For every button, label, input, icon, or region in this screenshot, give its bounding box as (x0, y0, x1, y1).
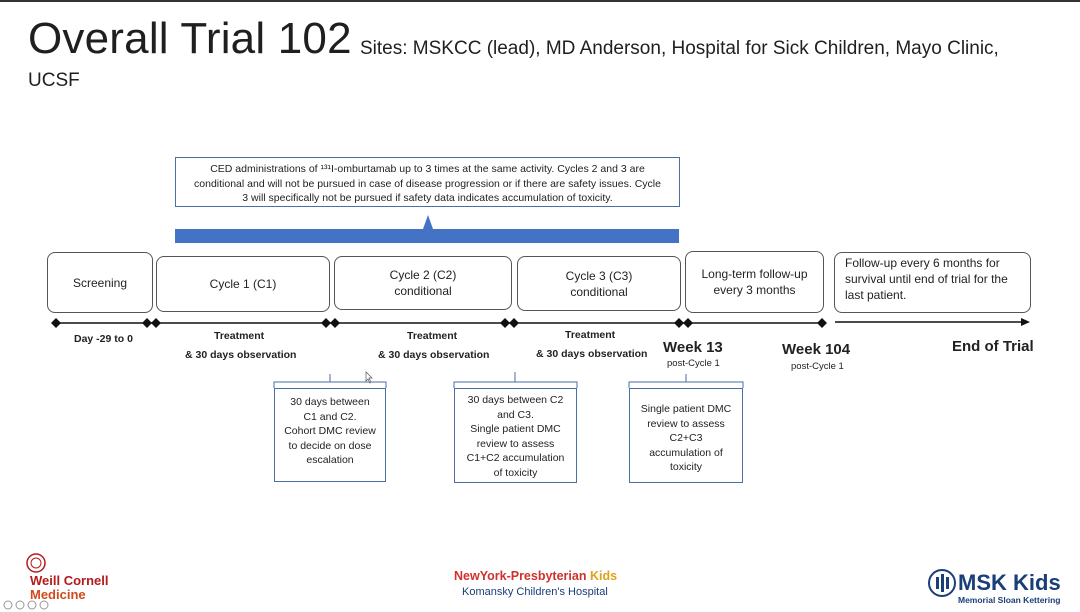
msk-logo-bar (941, 574, 944, 592)
phase-label: Screening (72, 275, 128, 290)
phase-label: Cycle 1 (C1) (209, 277, 277, 291)
timeline-diamond (51, 318, 61, 328)
note-line: review to assess (476, 437, 555, 450)
phase-label: last patient. (845, 288, 907, 302)
note-line: toxicity (669, 461, 703, 473)
milestone-week-104: Week 104 (782, 341, 851, 358)
note-line: Cohort DMC review (284, 425, 376, 437)
phase-cycle-1: Cycle 1 (C1) (156, 256, 330, 312)
ced-description-box: CED administrations of ¹³¹I-omburtamab u… (175, 157, 680, 207)
phase-label: Cycle 3 (C3) (565, 268, 633, 283)
nyp-logo-subtext: Komansky Children's Hospital (462, 586, 608, 598)
ced-line: 3 will specifically not be pursued if sa… (242, 192, 613, 204)
note-line: of toxicity (493, 466, 538, 479)
phase-label: Cycle 2 (C2) (389, 268, 457, 282)
note-line: accumulation of (649, 446, 723, 459)
slide-nav-icon[interactable] (39, 600, 49, 610)
msk-logo-bar (936, 577, 939, 589)
msk-logo-subtext: Memorial Sloan Kettering (958, 595, 1061, 605)
note-line: and C3. (497, 408, 534, 421)
treatment-label-c2: Treatment (407, 330, 458, 342)
sites-text-continued: UCSF (28, 70, 80, 91)
note-c2-c3: 30 days between C2 and C3. Single patien… (454, 388, 577, 483)
treatment-label-c3: Treatment (565, 329, 616, 341)
timeline-diamond (330, 318, 340, 328)
milestone-week-13-sub: post-Cycle 1 (667, 358, 720, 369)
note-c2-c3-toxicity: Single patient DMC review to assess C2+C… (629, 388, 743, 483)
note-line: Single patient DMC (640, 403, 732, 415)
observation-label-c3: & 30 days observation (536, 348, 648, 360)
phase-follow-up-6-months: Follow-up every 6 months for survival un… (834, 252, 1031, 313)
mouse-cursor-icon (365, 371, 373, 384)
timeline-diamond (142, 318, 152, 328)
nyp-logo-text: NewYork-Presbyterian (454, 569, 587, 583)
phase-sublabel: conditional (570, 284, 628, 299)
slide-nav-icon[interactable] (27, 600, 37, 610)
timeline-diamond (151, 318, 161, 328)
note-line: C1+C2 accumulation (466, 452, 565, 464)
note-c1-c2: 30 days between C1 and C2. Cohort DMC re… (274, 388, 386, 482)
observation-label-c2: & 30 days observation (378, 349, 490, 361)
milestone-week-13: Week 13 (663, 339, 723, 356)
ced-bracket (175, 215, 679, 243)
phase-sublabel: conditional (394, 284, 452, 298)
sites-text: Sites: MSKCC (lead), MD Anderson, Hospit… (360, 38, 999, 59)
timeline-diamond (509, 318, 519, 328)
phase-cycle-2: Cycle 2 (C2) conditional (334, 256, 512, 310)
milestone-end-of-trial: End of Trial (952, 338, 1034, 355)
phase-cycle-3: Cycle 3 (C3) conditional (517, 256, 681, 311)
note-line: C1 and C2. (303, 410, 357, 423)
timeline-diamond (500, 318, 510, 328)
phase-label: survival until end of trial for the (845, 272, 1008, 286)
ced-line: CED administrations of ¹³¹I-omburtamab u… (210, 163, 645, 175)
note-line: review to assess (647, 417, 725, 430)
page-title: Overall Trial 102 (28, 14, 352, 63)
slide-nav-icon[interactable] (15, 600, 25, 610)
note-line: to decide on dose (288, 439, 372, 452)
phase-label: Long-term follow-up (701, 267, 808, 281)
screening-day-label: Day -29 to 0 (74, 333, 133, 345)
note-line: 30 days between (290, 396, 370, 408)
nyp-logo: NewYork-Presbyterian Kids (454, 569, 617, 583)
timeline-arrowhead (1021, 318, 1030, 326)
note-line: Single patient DMC (470, 423, 561, 435)
timeline-diamond (683, 318, 693, 328)
slide-nav-icon[interactable] (3, 600, 13, 610)
phase-screening: Screening (47, 252, 153, 313)
timeline-diamond (321, 318, 331, 328)
note-line: C2+C3 (669, 432, 703, 444)
wcm-seal-icon (26, 553, 46, 573)
wcm-logo-subtext: Medicine (30, 587, 86, 602)
observation-label-c1: & 30 days observation (185, 349, 297, 361)
milestone-week-104-sub: post-Cycle 1 (791, 361, 844, 372)
treatment-label-c1: Treatment (214, 330, 265, 342)
phase-label: Follow-up every 6 months for (845, 256, 1000, 270)
phase-long-term-follow-up: Long-term follow-up every 3 months (685, 251, 824, 313)
msk-logo-icon (928, 569, 956, 597)
wcm-seal-inner (30, 557, 42, 569)
msk-logo-text: MSK Kids (958, 570, 1061, 595)
note-line: escalation (306, 454, 354, 466)
ced-line: conditional and will not be pursued in c… (194, 177, 661, 190)
nyp-logo-kids: Kids (589, 569, 618, 583)
phase-sublabel: every 3 months (713, 283, 796, 297)
timeline-diamond (817, 318, 827, 328)
msk-logo-bar (946, 577, 949, 589)
wcm-logo-text: Weill Cornell (30, 573, 109, 588)
note-line: 30 days between C2 (467, 394, 564, 406)
timeline-diamond (674, 318, 684, 328)
